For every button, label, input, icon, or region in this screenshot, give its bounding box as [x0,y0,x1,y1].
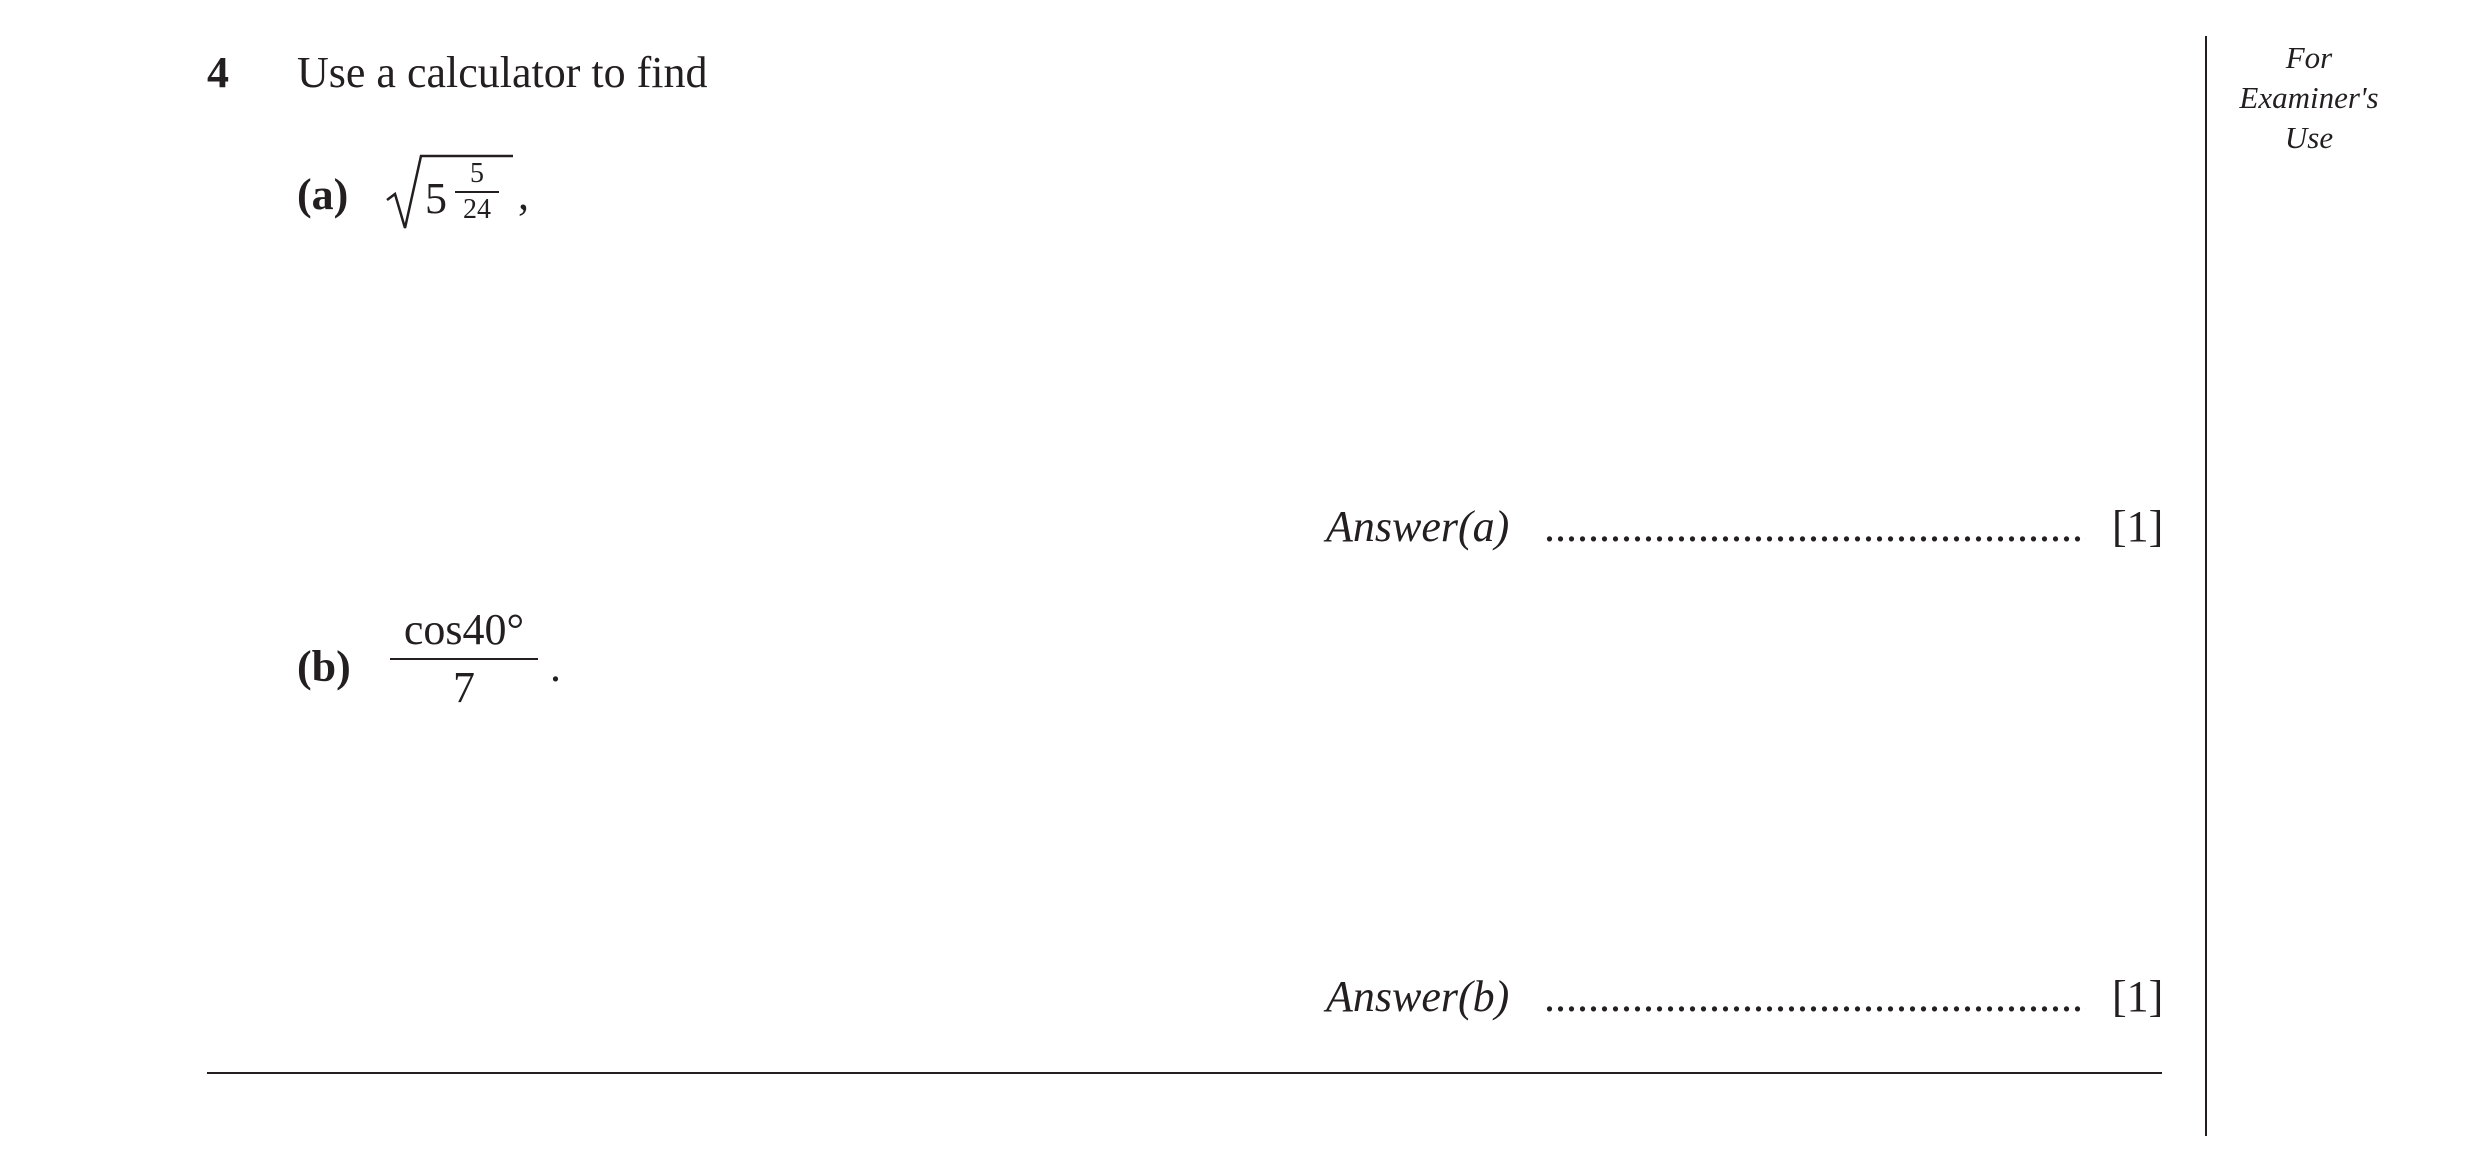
cos-fraction: cos40° 7 [390,604,538,714]
radical-sign-icon [386,154,513,229]
question-stem: Use a calculator to find [297,48,708,97]
answer-a-label: Answer(a) [1326,502,1510,551]
answer-b-label: Answer(b) [1326,972,1510,1021]
fraction-numerator: cos40° [403,605,525,654]
answer-b-marks: [1] [2112,972,2164,1021]
question-divider [207,1072,2162,1074]
examiner-note-line: For [2285,40,2333,75]
fraction-denominator: 24 [463,194,491,225]
part-a-label: (a) [297,170,349,219]
part-b-label: (b) [297,642,351,691]
fraction-bar [455,191,499,193]
sqrt-expression: 5 5 24 [385,152,515,234]
fraction-numerator: 5 [470,158,484,189]
question-number: 4 [207,48,229,97]
answer-a-field[interactable]: ........................................… [1544,502,2086,551]
fraction-bar [390,658,538,660]
examiner-use-note: For Examiner's Use [2214,38,2404,158]
answer-b-field[interactable]: ........................................… [1544,972,2086,1021]
examiner-note-line: Use [2284,120,2334,155]
examiner-margin-rule [2205,36,2207,1136]
answer-a-marks: [1] [2112,502,2164,551]
examiner-note-line: Examiner's [2239,80,2379,115]
part-b-punctuation: . [550,642,561,691]
fraction-denominator: 7 [453,663,475,712]
part-a-punctuation: , [518,170,529,219]
mixed-number-fraction: 5 24 [455,158,499,226]
mixed-number-whole: 5 [425,174,447,223]
